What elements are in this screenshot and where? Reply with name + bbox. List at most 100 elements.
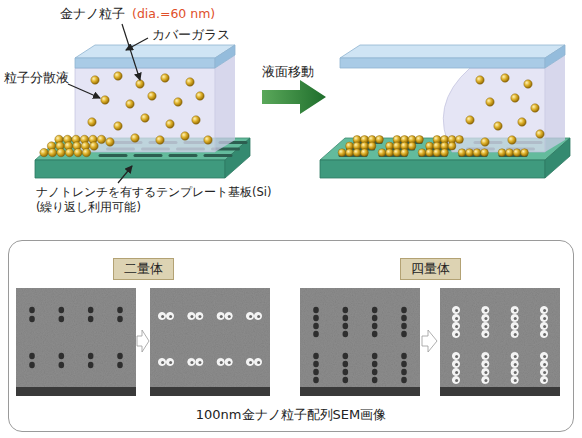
gold-particle: [393, 149, 401, 157]
cover-glass-side: [545, 45, 565, 68]
sem-particle: [540, 322, 547, 329]
sem-trench: [343, 307, 349, 313]
sem-particle-core: [514, 317, 517, 320]
sem-trench: [343, 377, 349, 383]
sem-particle: [225, 312, 232, 319]
sem-particle-core: [169, 315, 172, 318]
sem-trench: [343, 361, 349, 367]
sem-particle-core: [257, 361, 260, 364]
gold-particle: [481, 149, 489, 157]
gold-particle: [378, 149, 386, 157]
cover-glass-front: [75, 58, 215, 68]
nano-trench: [205, 154, 231, 157]
cover-glass-front: [340, 58, 545, 68]
sem-trench: [59, 316, 65, 322]
sem-particle-core: [455, 371, 458, 374]
sem-particle: [482, 306, 489, 313]
gold-particle: [136, 80, 144, 88]
leader-line: [122, 24, 140, 80]
sem-particle: [540, 376, 547, 383]
sem-trench: [401, 377, 407, 383]
sem-particle-core: [484, 333, 487, 336]
sem-particle: [540, 360, 547, 367]
sem-particle: [511, 330, 518, 337]
sem-info-bar: [300, 387, 420, 396]
sem-trench: [343, 331, 349, 337]
gold-particle: [448, 142, 456, 150]
gold-particle: [101, 96, 109, 104]
sem-particle: [166, 312, 173, 319]
gold-particle: [196, 92, 204, 100]
part-label: ナノトレンチを有するテンプレート基板(Si) (繰り返し利用可能): [36, 185, 286, 215]
sem-particle-core: [484, 317, 487, 320]
sem-trench: [372, 331, 378, 337]
sem-particle: [540, 330, 547, 337]
gold-particle: [401, 149, 409, 157]
gold-particle: [441, 149, 449, 157]
gold-particle: [418, 149, 426, 157]
sem-particle: [158, 312, 165, 319]
gold-particle: [386, 149, 394, 157]
gold-particle: [476, 76, 484, 84]
sem-background: [16, 288, 136, 396]
gold-particle: [408, 142, 416, 150]
sem-trench: [29, 353, 35, 359]
sem-particle: [540, 306, 547, 313]
gold-particle: [501, 74, 509, 82]
sem-trench: [372, 323, 378, 329]
gold-particle: [161, 74, 169, 82]
substrate-front: [320, 160, 545, 178]
dimension-label: (dia.=60 nm): [132, 6, 215, 21]
sem-particle-core: [543, 317, 546, 320]
sem-images: [16, 288, 560, 396]
gold-particle: [458, 149, 466, 157]
gold-particle: [531, 104, 539, 112]
sem-particle: [511, 322, 518, 329]
sem-trench: [313, 323, 319, 329]
sem-particle: [217, 358, 224, 365]
sem-particle-core: [514, 309, 517, 312]
sem-info-bar: [440, 387, 560, 396]
sem-particle-core: [543, 325, 546, 328]
sem-background: [150, 288, 270, 396]
gold-particle: [353, 149, 361, 157]
sem-trench: [313, 377, 319, 383]
panel-frame: 100nm金ナノ粒子配列SEM画像二量体四量体: [8, 240, 574, 432]
sem-trench: [117, 362, 123, 368]
sem-particle-core: [455, 325, 458, 328]
sem-panel: [440, 288, 560, 396]
gold-particle: [481, 138, 489, 146]
sem-particle: [482, 360, 489, 367]
sem-trench: [372, 369, 378, 375]
sem-particle: [452, 360, 459, 367]
sem-particle-core: [543, 355, 546, 358]
gold-particle: [114, 122, 122, 130]
sem-particle: [511, 376, 518, 383]
sem-particle: [196, 358, 203, 365]
sem-panel: [16, 288, 136, 396]
gold-particle: [156, 136, 164, 144]
right-cell: [320, 45, 570, 178]
sem-trench: [372, 361, 378, 367]
sem-particle: [452, 352, 459, 359]
substrate-side: [225, 138, 250, 178]
sem-particle: [511, 360, 518, 367]
sem-particle-core: [190, 361, 193, 364]
gold-particle: [48, 148, 56, 156]
sem-particle-core: [514, 363, 517, 366]
gold-particle: [466, 149, 474, 157]
sem-particle: [225, 358, 232, 365]
sem-particle-core: [484, 325, 487, 328]
nano-trench: [170, 154, 196, 157]
sem-particle: [540, 314, 547, 321]
sem-particle-core: [484, 371, 487, 374]
sem-particle-core: [198, 315, 201, 318]
sem-info-bar: [150, 387, 270, 396]
leader-line: [68, 84, 100, 98]
sem-trench: [313, 315, 319, 321]
gold-particle: [192, 116, 200, 124]
sem-background: [300, 288, 420, 396]
sem-particle-core: [161, 361, 164, 364]
sem-particle-core: [543, 379, 546, 382]
